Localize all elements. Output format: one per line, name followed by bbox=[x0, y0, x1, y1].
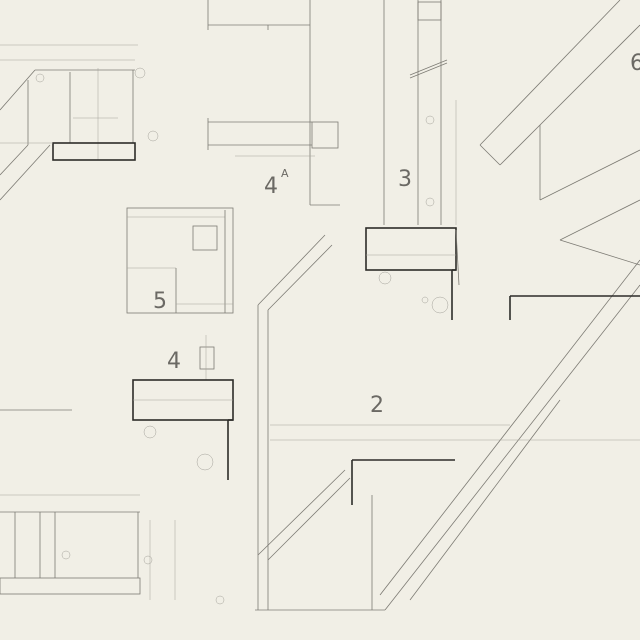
section-label-4a-superscript: A bbox=[281, 167, 289, 180]
section-label-2: 2 bbox=[370, 393, 384, 418]
detail-bottom-left bbox=[0, 494, 225, 605]
section-label-6: 6 bbox=[630, 51, 640, 76]
section-label-3: 3 bbox=[398, 167, 412, 192]
detail-4: 4 bbox=[132, 335, 234, 480]
section-label-4a: 4 bbox=[264, 174, 278, 199]
detail-top-left bbox=[0, 44, 159, 201]
detail-4a: 4 A bbox=[207, 0, 340, 206]
section-label-5: 5 bbox=[153, 289, 167, 314]
detail-2: 2 6 bbox=[255, 0, 640, 611]
section-label-4: 4 bbox=[167, 349, 181, 374]
detail-5: 5 bbox=[126, 207, 234, 314]
detail-3: 3 bbox=[365, 0, 460, 320]
